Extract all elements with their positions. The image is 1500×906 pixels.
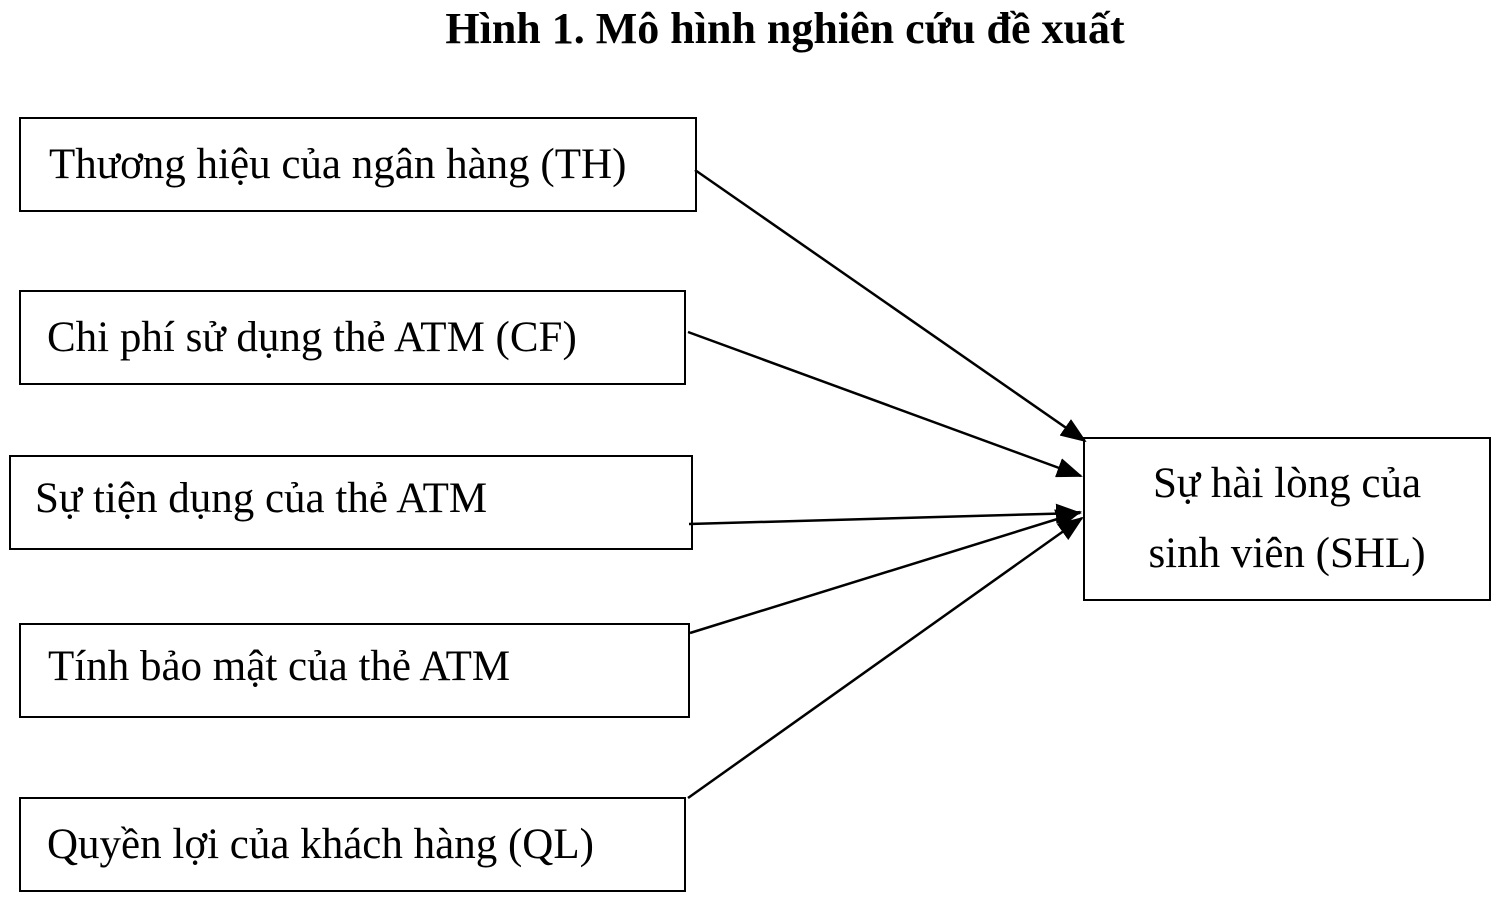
factor-label-ql: Quyền lợi của khách hàng (QL) <box>47 820 594 868</box>
arrow-th-to-shl <box>694 168 1087 443</box>
arrow-convenience-to-shl <box>688 503 1082 526</box>
factor-box-convenience: Sự tiện dụng của thẻ ATM <box>9 455 693 550</box>
outcome-label-line1: Sự hài lòng của <box>1152 460 1422 507</box>
factor-box-th: Thương hiệu của ngân hàng (TH) <box>19 117 697 212</box>
arrow-security-to-shl <box>689 509 1082 635</box>
factor-label-security: Tính bảo mật của thẻ ATM <box>48 642 511 690</box>
factor-box-ql: Quyền lợi của khách hàng (QL) <box>19 797 686 892</box>
outcome-box-shl: Sự hài lòng của sinh viên (SHL) <box>1083 437 1491 601</box>
factor-box-security: Tính bảo mật của thẻ ATM <box>19 623 690 718</box>
outcome-label-line2: sinh viên (SHL) <box>1148 530 1426 577</box>
figure-title: Hình 1. Mô hình nghiên cứu đề xuất <box>445 4 1125 53</box>
arrow-ql-to-shl <box>687 516 1084 800</box>
factor-label-convenience: Sự tiện dụng của thẻ ATM <box>35 474 488 522</box>
factor-label-cf: Chi phí sử dụng thẻ ATM (CF) <box>47 313 577 361</box>
factor-box-cf: Chi phí sử dụng thẻ ATM (CF) <box>19 290 686 385</box>
arrow-cf-to-shl <box>687 330 1083 478</box>
factor-label-th: Thương hiệu của ngân hàng (TH) <box>49 140 627 188</box>
